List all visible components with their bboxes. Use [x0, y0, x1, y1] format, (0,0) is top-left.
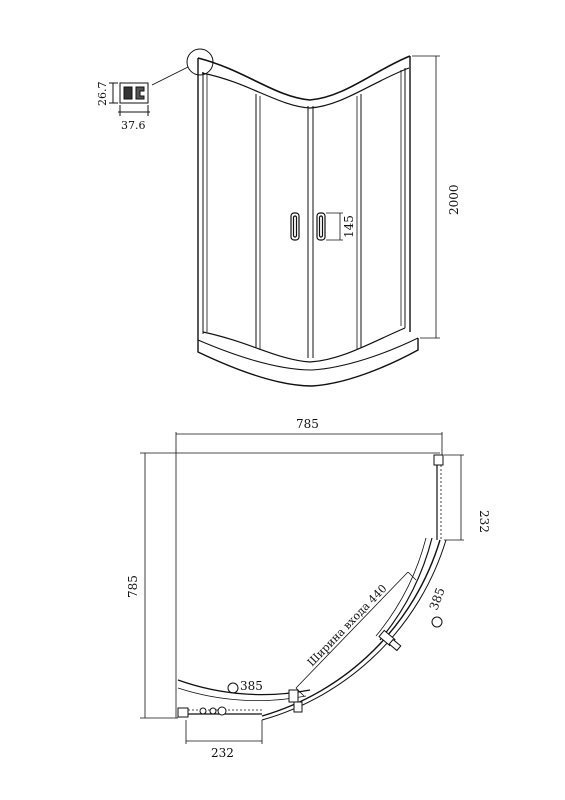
handle-height-label: 145	[342, 215, 356, 238]
profile-width-label: 37.6	[121, 119, 146, 132]
entrance-width-label: Ширина входа 440	[305, 582, 390, 669]
detail-leader-line	[151, 66, 189, 86]
side-panel-right-label: 232	[477, 510, 491, 533]
height-dimension	[412, 55, 440, 339]
radius-right-label: 385	[427, 586, 448, 612]
plan-depth-label: 785	[126, 575, 140, 598]
overall-height-label: 2000	[447, 184, 461, 215]
plan-roller-bottom	[288, 689, 303, 713]
profile-height-label: 26.7	[96, 82, 109, 107]
plan-wall-fixings	[199, 706, 227, 716]
radius-marker-right	[431, 616, 443, 628]
side-panel-bottom-label: 232	[211, 746, 234, 760]
handle-dimension	[326, 212, 343, 241]
plan-width-label: 785	[296, 417, 319, 431]
door-handle-left	[290, 212, 300, 241]
radius-bottom-label: 385	[240, 679, 263, 693]
radius-marker-bottom	[227, 682, 239, 694]
profile-section-icon	[119, 82, 149, 104]
profile-detail	[109, 82, 150, 116]
plan-roller-right	[378, 629, 402, 652]
door-handle-right	[316, 212, 326, 241]
plan-view	[140, 432, 464, 744]
elevation-view	[197, 55, 419, 387]
